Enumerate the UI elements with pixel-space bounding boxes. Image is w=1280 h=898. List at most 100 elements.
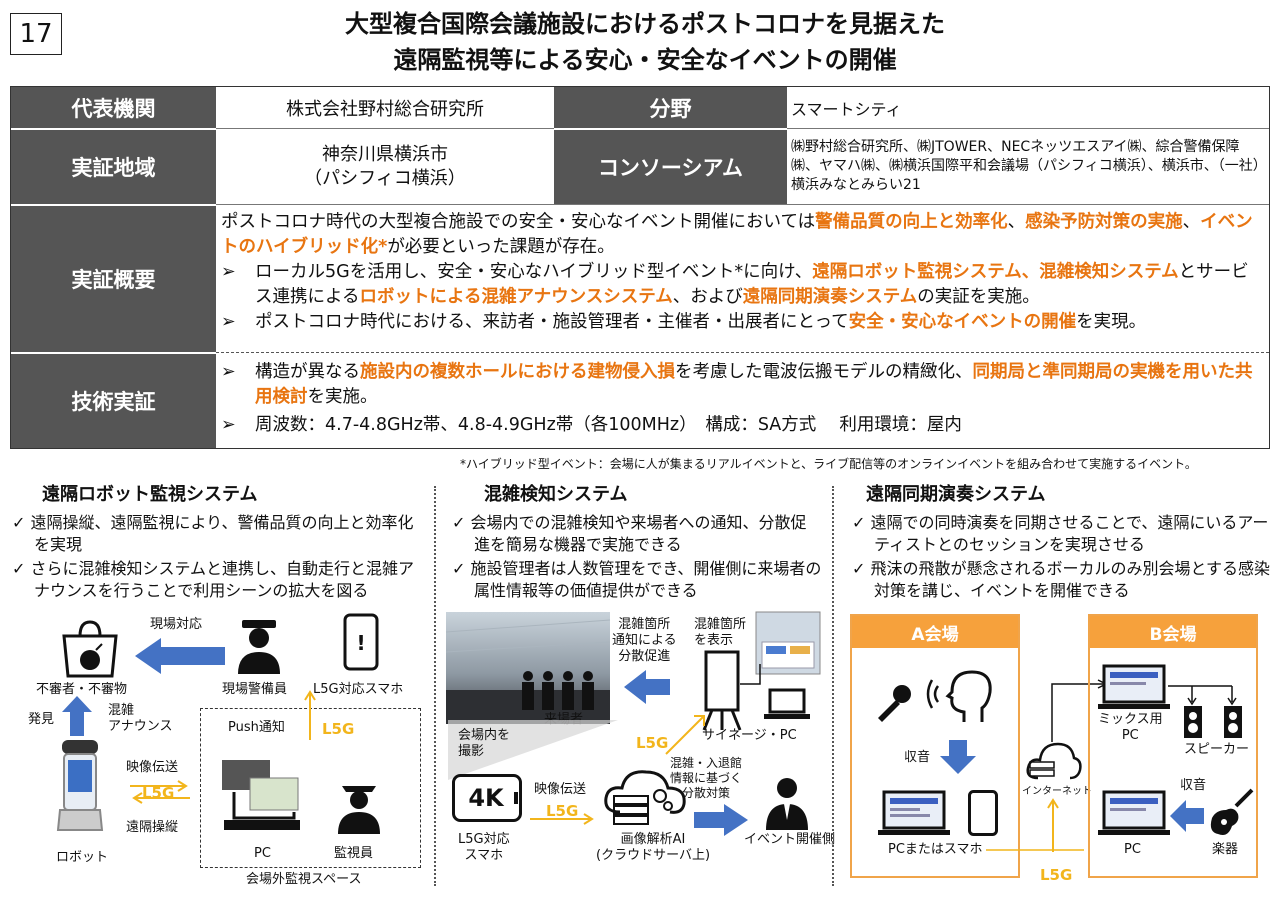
check-icon: ✓ [452, 513, 466, 532]
push-notify-label: Push通知 [228, 720, 285, 735]
right-arrow-icon [694, 804, 748, 836]
guard-icon [238, 620, 280, 674]
tech-bullet-1: ➢構造が異なる施設内の複数ホールにおける建物侵入損を考慮した電波伝搬モデルの精緻… [221, 360, 1263, 410]
bullet-arrow-icon: ➢ [221, 415, 236, 435]
highlight: 施設内の複数ホールにおける建物侵入損 [360, 362, 675, 382]
text: を実現。 [1076, 312, 1147, 332]
organizer-label: イベント開催側 [744, 832, 836, 847]
text: ポストコロナ時代における、来訪者・施設管理者・主催者・出展者にとって [255, 312, 849, 332]
highlight: イベントのハイブリッド化* [221, 212, 1253, 257]
venue-a-box: A会場 [850, 614, 1020, 878]
robot-check-1: ✓ 遠隔操縦、遠隔監視により、警備品質の向上と効率化を実現 [12, 512, 422, 556]
text: ミックス用 [1098, 712, 1163, 727]
pc-icon [1098, 790, 1170, 835]
left-arrow-icon [135, 638, 225, 674]
speaker-label: スピーカー [1184, 742, 1250, 757]
divider [434, 486, 436, 886]
crowd-section-title: 混雑検知システム [484, 484, 628, 505]
text: ポストコロナ時代の大型複合施設での安全・安心なイベント開催においては [221, 212, 816, 232]
check-icon: ✓ [12, 513, 26, 532]
text: 会場内を [458, 728, 511, 743]
instrument-label: 楽器 [1212, 842, 1239, 857]
shoot-label: 会場内を撮影 [458, 728, 510, 760]
row-overview: 実証概要 ポストコロナ時代の大型複合施設での安全・安心なイベント開催においては警… [11, 205, 1269, 353]
music-check-2: ✓ 飛沫の飛散が懸念されるボーカルのみ別会場とする感染対策を講じ、イベントを開催… [852, 558, 1272, 602]
suspicious-label: 不審者・不審物 [36, 682, 128, 697]
music-checks: ✓ 遠隔での同時演奏を同期させることで、遠隔にいるアーティストとのセッションを実… [852, 512, 1272, 604]
l5g-label: L5G [322, 720, 355, 738]
bullet-arrow-icon: ➢ [221, 362, 236, 382]
highlight: 遠隔同期演奏システム [742, 287, 918, 307]
right-arrow-yellow-icon [530, 813, 594, 825]
smartphone-icon: ! [343, 613, 379, 671]
overview-bullet-1: ➢ローカル5Gを活用し、安全・安心なハイブリッド型イベント*に向け、遠隔ロボット… [221, 260, 1263, 310]
notify-label: 混雑箇所通知による分散促進 [612, 617, 677, 665]
pc-or-phone-label: PCまたはスマホ [888, 842, 983, 857]
text: を表示 [694, 633, 734, 648]
divider [832, 486, 834, 886]
l5g-label: L5G [142, 784, 175, 802]
page-title: 大型複合国際会議施設におけるポストコロナを見据えた 遠隔監視等による安心・安全な… [250, 6, 1040, 78]
pc-label: PC [1124, 842, 1141, 857]
site-response-label: 現場対応 [150, 617, 203, 632]
left-arrow-icon [1170, 800, 1204, 832]
signage-screen [755, 611, 821, 675]
speakers-icon [1184, 706, 1242, 738]
robot-checks: ✓ 遠隔操縦、遠隔監視により、警備品質の向上と効率化を実現 ✓ さらに混雑検知シ… [12, 512, 422, 604]
title-line-1: 大型複合国際会議施設におけるポストコロナを見据えた [345, 10, 945, 38]
connector-line [740, 664, 761, 685]
region-line-1: 神奈川県横浜市 [322, 143, 448, 165]
crowd-checks: ✓ 会場内での混雑検知や来場者への通知、分散促進を簡易な機器で実施できる ✓ 施… [452, 512, 822, 604]
phone-label: L5G対応スマホ [458, 832, 510, 864]
monitor-person-icon [338, 786, 380, 834]
laptop-icon [878, 790, 950, 835]
text: 周波数：4.7-4.8GHz帯、4.8-4.9GHz帯（各100MHz） 構成：… [255, 415, 962, 435]
mix-pc-icon [1098, 664, 1170, 709]
tech-label: 技術実証 [11, 353, 216, 448]
region-value: 神奈川県横浜市 （パシフィコ横浜） [216, 129, 554, 204]
laptop-icon [764, 688, 810, 719]
highlight: 遠隔ロボット監視システム、混雑検知システム [812, 262, 1179, 282]
check-icon: ✓ [852, 559, 866, 578]
text: 分散促進 [618, 649, 671, 664]
smartphone-icon [968, 790, 998, 836]
up-arrow-yellow-icon [304, 690, 316, 740]
title-line-2: 遠隔監視等による安心・安全なイベントの開催 [393, 46, 897, 74]
4k-smartphone-icon [452, 774, 522, 822]
text: L5G対応 [458, 832, 510, 847]
highlight: 警備品質の向上と効率化 [815, 212, 1008, 232]
signage-label: サイネージ・PC [702, 728, 797, 743]
video-transmit-label: 映像伝送 [126, 760, 179, 775]
text: 分散対策 [682, 786, 731, 800]
diagonal-arrow-icon [665, 715, 705, 755]
org-label: 代表機関 [11, 87, 216, 128]
display-label: 混雑箇所を表示 [694, 617, 746, 649]
guitar-icon [1210, 788, 1254, 835]
text: 情報に基づく [670, 771, 743, 785]
speaker-connector-line [1168, 685, 1237, 706]
ai-label: 画像解析AI(クラウドサーバ上) [596, 832, 710, 864]
text: 、 [1007, 212, 1026, 232]
music-check-1: ✓ 遠隔での同時演奏を同期させることで、遠隔にいるアーティストとのセッションを実… [852, 512, 1272, 556]
down-arrow-icon [940, 740, 976, 774]
robot-section-title: 遠隔ロボット監視システム [42, 484, 258, 505]
phone-label: L5G対応スマホ [313, 682, 404, 697]
field-value: スマートシティ [791, 99, 902, 119]
consortium-label: コンソーシアム [554, 129, 787, 204]
text: ローカル5Gを活用し、安全・安心なハイブリッド型イベント*に向け、 [255, 262, 813, 282]
l5g-connector-line [986, 849, 1084, 851]
text: スマホ [464, 848, 504, 863]
check-icon: ✓ [452, 559, 466, 578]
robot-check-2: ✓ さらに混雑検知システムと連携し、自動走行と混雑アナウンスを行うことで利用シー… [12, 558, 422, 602]
l5g-label: L5G [1040, 866, 1073, 884]
text: を実施。 [307, 387, 378, 407]
music-section-title: 遠隔同期演奏システム [866, 484, 1046, 505]
page-number: 17 [10, 13, 62, 55]
pc-label: PC [254, 846, 271, 861]
region-line-2: （パシフィコ横浜） [304, 167, 466, 189]
consortium-value: ㈱野村総合研究所、㈱JTOWER、NECネッツエスアイ㈱、綜合警備保障㈱、ヤマハ… [791, 139, 1260, 193]
check-icon: ✓ [12, 559, 26, 578]
bidirectional-arrow-icon [130, 780, 190, 804]
visitors-icon [522, 671, 594, 710]
text: 混雑箇所 [694, 617, 747, 632]
